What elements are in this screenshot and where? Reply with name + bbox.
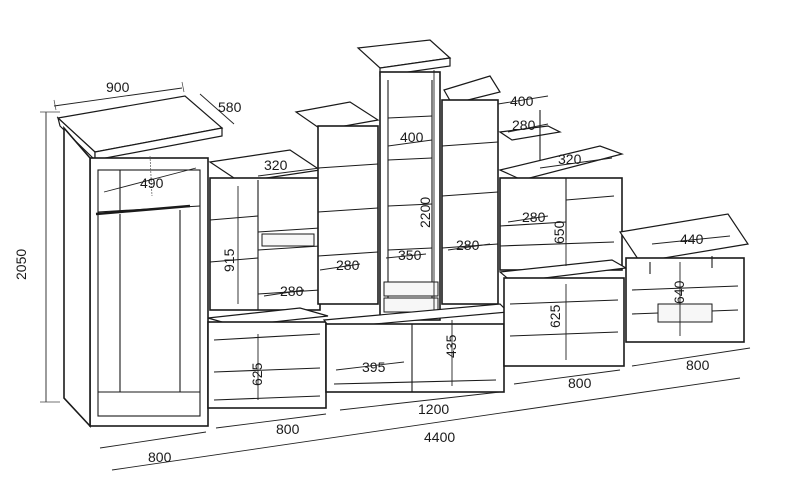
- label-tower-depth: 400: [400, 129, 424, 145]
- left-base-front: [207, 321, 327, 409]
- right-base-front: [503, 277, 625, 367]
- right-bookcase-front: [499, 177, 623, 271]
- wardrobe-opening: [97, 169, 201, 417]
- label-tower-left-shelf: 280: [336, 257, 360, 273]
- label-far-right-depth: 440: [680, 231, 704, 247]
- label-left-base-height: 625: [249, 362, 265, 386]
- right-bookcase: [498, 145, 625, 271]
- label-left-bookcase-shelf: 280: [280, 283, 304, 299]
- dimension-labels: 900 580 2050 490 800 320 915 280 625 800…: [13, 79, 710, 465]
- label-total-height: 2050: [13, 249, 29, 280]
- label-right-bookcase-shelf: 280: [522, 209, 546, 225]
- wardrobe: [56, 95, 224, 429]
- label-left-bookcase-depth: 320: [264, 157, 288, 173]
- wardrobe-front: [89, 157, 209, 427]
- right-base: [498, 259, 628, 367]
- label-right-top-width: 400: [510, 93, 534, 109]
- wardrobe-rail: [95, 204, 191, 216]
- label-center-base-left: 395: [362, 359, 386, 375]
- far-right-unit: [618, 213, 750, 343]
- label-wardrobe-depth: 580: [218, 99, 242, 115]
- label-left-base-width: 800: [276, 421, 300, 437]
- label-left-bookcase-height: 915: [221, 248, 237, 272]
- far-right-drawer: [657, 303, 713, 323]
- label-far-right-width: 800: [686, 357, 710, 373]
- center-base: [322, 303, 510, 393]
- label-total-width: 4400: [424, 429, 455, 445]
- dimension-lines: [40, 70, 751, 471]
- tower-front: [379, 71, 441, 321]
- label-far-right-height: 640: [671, 280, 687, 304]
- label-wardrobe-base: 800: [148, 449, 172, 465]
- label-right-bookcase-height: 650: [551, 220, 567, 244]
- label-center-base-height: 435: [443, 334, 459, 358]
- wardrobe-side: [63, 125, 91, 429]
- left-mid-tower: [294, 101, 380, 305]
- label-tower-center-shelf: 350: [398, 247, 422, 263]
- label-wardrobe-inner-depth: 490: [140, 175, 164, 191]
- left-base: [207, 307, 329, 409]
- label-tower-height: 2200: [417, 197, 433, 228]
- label-center-base-width: 1200: [418, 401, 449, 417]
- label-wardrobe-width: 900: [106, 79, 130, 95]
- label-right-base-height: 625: [547, 304, 563, 328]
- left-bookcase-drawer: [261, 233, 315, 247]
- left-bookcase: [208, 149, 322, 311]
- center-tower: [356, 39, 452, 321]
- label-tower-right-shelf: 280: [456, 237, 480, 253]
- far-right-front: [625, 257, 745, 343]
- label-right-top-shelf: 280: [512, 117, 536, 133]
- label-right-bookcase-depth: 320: [558, 151, 582, 167]
- right-mid-tower: [441, 75, 501, 305]
- tower-drawer-1: [383, 281, 439, 297]
- label-right-base-width: 800: [568, 375, 592, 391]
